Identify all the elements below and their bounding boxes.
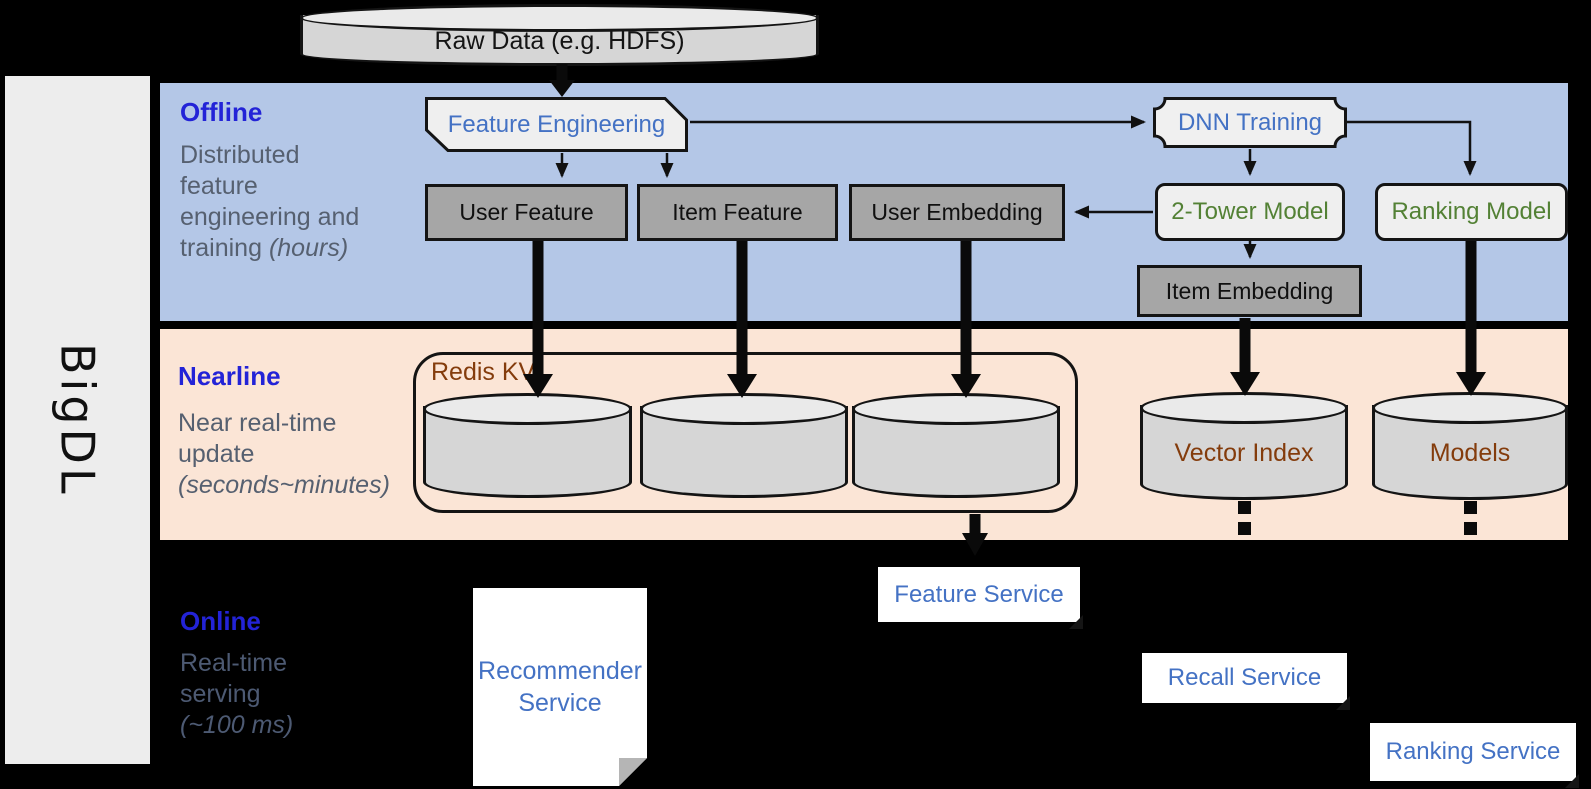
node-label: User Embedding	[871, 199, 1043, 225]
nearline-desc-line: Near real-time	[178, 409, 337, 437]
plaque-shape	[1153, 97, 1347, 148]
redis-store-cylinder-2	[640, 393, 848, 498]
node-feature-engineering: Feature Engineering	[425, 97, 688, 152]
offline-desc-line: training (hours)	[180, 234, 349, 262]
node-label: Feature Engineering	[447, 110, 666, 138]
node-user-embedding: User Embedding	[849, 184, 1065, 241]
node-two-tower-model: 2-Tower Model	[1155, 183, 1345, 241]
vector-index-store: Vector Index	[1140, 392, 1348, 500]
feature-service-box: Feature Service	[878, 567, 1080, 622]
node-dnn-training: DNN Training	[1153, 97, 1347, 148]
ranking-service-box: Ranking Service	[1370, 723, 1576, 781]
recommender-service-doc: Recommender Service	[473, 588, 647, 786]
node-user-feature: User Feature	[425, 184, 628, 241]
recall-service-box: Recall Service	[1142, 653, 1347, 703]
online-heading: Online	[180, 606, 261, 636]
raw-data-label: Raw Data (e.g. HDFS)	[434, 27, 685, 55]
node-label: Item Feature	[672, 199, 803, 225]
service-label: Feature Service	[894, 580, 1064, 608]
online-description: Real-time serving (~100 ms)	[180, 648, 420, 741]
service-label: Ranking Service	[1385, 738, 1561, 765]
models-label: Models	[1429, 439, 1511, 467]
nearline-heading: Nearline	[178, 361, 281, 391]
node-label: Ranking Model	[1391, 198, 1552, 225]
node-label: User Feature	[459, 199, 594, 225]
offline-desc-line: Distributed	[180, 141, 300, 169]
bigdl-sidebar: BigDL	[5, 76, 150, 764]
service-label: Recommender Service	[478, 657, 642, 717]
online-desc-line: serving	[180, 680, 261, 708]
node-label: DNN Training	[1177, 108, 1323, 136]
nearline-description: Near real-time update (seconds~minutes)	[178, 408, 423, 501]
raw-data-store: Raw Data (e.g. HDFS)	[300, 4, 819, 66]
models-store: Models	[1372, 392, 1568, 500]
offline-desc-line: feature	[180, 172, 258, 200]
node-ranking-model: Ranking Model	[1375, 183, 1568, 241]
node-label: Item Embedding	[1165, 277, 1334, 304]
node-item-feature: Item Feature	[637, 184, 838, 241]
redis-kv-label: Redis KV	[431, 358, 536, 386]
vector-index-label: Vector Index	[1174, 439, 1314, 467]
card-shape	[425, 97, 688, 152]
nearline-desc-note: (seconds~minutes)	[178, 471, 390, 499]
redis-store-cylinder-1	[423, 393, 632, 498]
node-label: 2-Tower Model	[1171, 198, 1329, 225]
service-label: Recall Service	[1167, 664, 1322, 691]
nearline-desc-line: update	[178, 440, 255, 468]
offline-heading: Offline	[180, 97, 263, 127]
node-item-embedding: Item Embedding	[1137, 265, 1362, 317]
offline-description: Distributed feature engineering and trai…	[180, 140, 430, 264]
offline-desc-line: engineering and	[180, 203, 360, 231]
online-desc-note: (~100 ms)	[180, 711, 294, 739]
bigdl-logo-text: BigDL	[50, 342, 105, 498]
online-desc-line: Real-time	[180, 649, 287, 677]
redis-store-cylinder-3	[852, 393, 1060, 498]
